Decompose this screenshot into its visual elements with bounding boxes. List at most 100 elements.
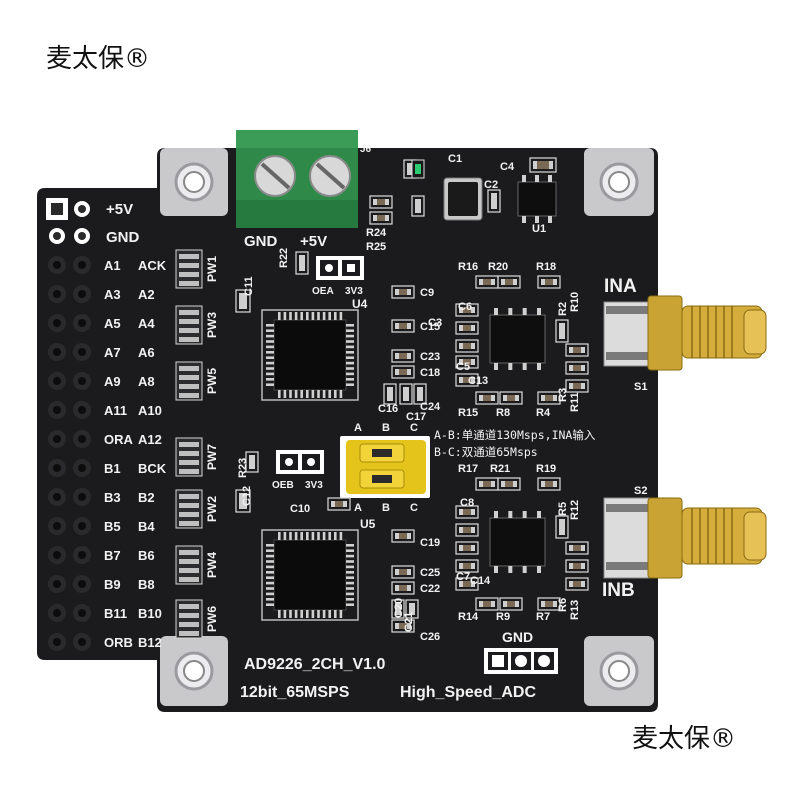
ref-designator: C6 [458,301,472,313]
chip-pin [346,592,354,596]
smd-footprint [245,451,259,473]
opamp-pin [548,216,552,223]
resistor-array-label: PW4 [205,552,219,578]
ref-designator: C5 [456,361,470,373]
ref-designator: C25 [420,567,440,579]
header-pin-hole [78,464,86,472]
gnd-header-label: GND [502,629,533,645]
header-pin [53,232,61,240]
adc-chip-u4 [261,309,359,401]
header-label-left: A3 [104,287,121,302]
resistor-array-pad [179,512,199,517]
chip-pin [278,610,281,618]
smd-terminal [459,343,463,349]
smd-terminal [501,481,505,487]
smd-terminal [395,353,399,359]
chip-pin [346,334,354,338]
smd-part [395,289,411,295]
ref-designator: R8 [496,407,510,419]
smd-terminal [581,545,585,551]
smd-terminal [479,481,483,487]
smd-terminal [471,307,475,313]
chip-pin [266,544,274,547]
resistor-array-pad [179,503,199,508]
chip-pin [317,532,320,540]
ref-designator: R23 [237,458,249,478]
resistor-array-pad [179,577,199,582]
chip-pin [283,390,287,398]
header-label-right: B4 [138,519,155,534]
smd-footprint [565,379,589,393]
opamp-pin [537,308,541,315]
smd-part [569,545,585,551]
smd-terminal [417,199,421,213]
ref-designator: R20 [488,261,508,273]
smd-terminal [503,601,507,607]
resistor-array-pad [179,613,199,618]
header-label-5v: +5V [106,201,133,218]
power-terminal-block [236,130,358,228]
chip-pin [346,598,354,601]
chip-pin [346,554,354,558]
smd-part [395,353,411,359]
chip-pin [266,345,274,349]
chip-pin [322,610,326,618]
smd-footprint [555,319,569,343]
chip-pin [266,571,274,574]
smd-part [501,279,517,285]
resistor-array-label: PW5 [205,368,219,394]
header-label-right: B10 [138,606,162,621]
smd-part [373,215,389,221]
smd-terminal [373,215,377,221]
port-label-inb: INB [602,580,635,601]
smd-terminal [471,343,475,349]
sma-connector-ina [603,295,767,371]
header-pin-hole [78,493,86,501]
ref-designator: C22 [420,583,440,595]
smd-footprint [391,619,415,633]
smd-terminal [471,545,475,551]
header-label-gnd: GND [106,229,140,246]
header-pin-hole [78,406,86,414]
smd-terminal [243,293,247,309]
ref-designator: R11 [569,392,581,412]
chip-pin [334,610,337,618]
chip-pin [266,329,274,332]
smd-part [533,161,553,169]
ref-designator: C7 [456,571,470,583]
smd-footprint [487,189,501,213]
opamp-pin [508,566,513,573]
smd-part [459,581,475,587]
smd-terminal [395,623,399,629]
smd-part [503,395,519,401]
ref-designator: R2 [557,302,569,316]
smd-footprint [455,505,479,519]
smd-terminal [561,323,565,339]
header-label-left: B9 [104,577,121,592]
header-label-left: A5 [104,316,121,331]
mounting-hole-bottom-right [584,636,654,706]
chip-pin [339,532,343,540]
smd-terminal [405,387,409,401]
ref-designator: R10 [569,292,581,312]
smd-terminal [553,279,557,285]
resistor-array-label: PW7 [205,444,219,470]
ref-designator: R6 [557,598,569,612]
smd-terminal [581,581,585,587]
ref-designator: R24 [366,227,387,239]
header-label-left: B11 [104,606,127,621]
header-label-right: B12 [138,635,162,650]
ref-designator: R12 [569,500,581,520]
header-pin-hole [53,435,61,443]
chip-pin [339,390,343,398]
smd-part [569,365,585,371]
smd-terminal [373,199,377,205]
smd-terminal [581,563,585,569]
ref-designator: C21 [403,612,415,632]
opamp-pin [522,511,527,518]
chip-pin [346,576,354,579]
header-pin-hole [78,377,86,385]
header-label-left: A7 [104,345,121,360]
chip-pin [289,610,292,618]
